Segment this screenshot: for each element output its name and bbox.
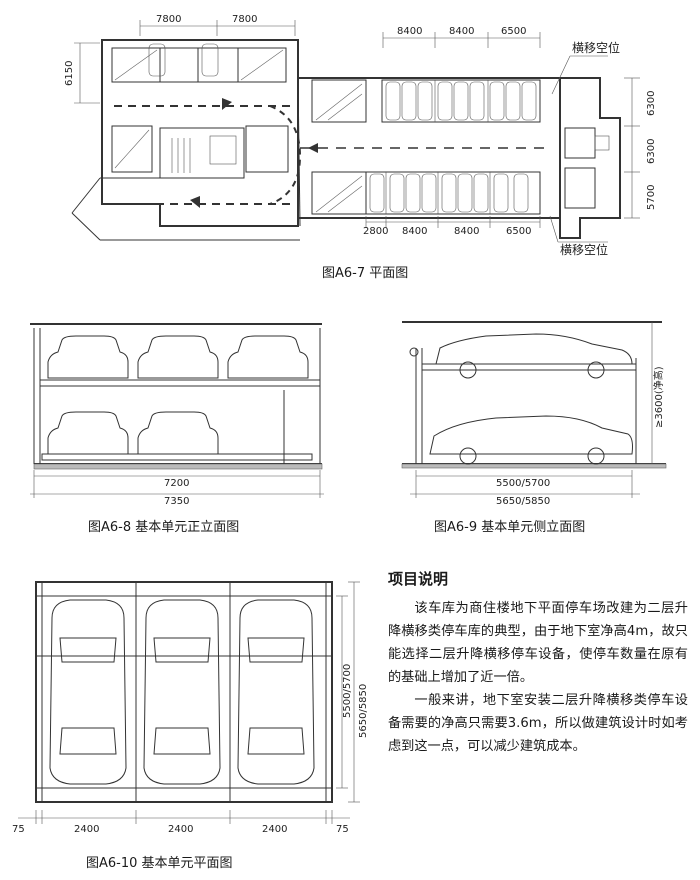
dim-7200: 7200 bbox=[164, 478, 189, 489]
dim-top-right-2: 8400 bbox=[449, 26, 474, 37]
dim-top-right-3: 6500 bbox=[501, 26, 526, 37]
dim-bottom-2400-2: 2400 bbox=[168, 824, 193, 835]
dim-bottom-right-1: 2800 bbox=[363, 226, 388, 237]
caption-a6-9: 图A6-9 基本单元侧立面图 bbox=[434, 520, 586, 535]
unit-plan: 5500/5700 5650/5850 75 2400 2400 2400 75 bbox=[10, 578, 370, 840]
dim-bottom-2400-3: 2400 bbox=[262, 824, 287, 835]
caption-a6-8: 图A6-8 基本单元正立面图 bbox=[88, 520, 240, 535]
plan-cars bbox=[49, 599, 315, 785]
dim-top-left-1: 7800 bbox=[156, 14, 181, 25]
dim-5650-5850: 5650/5850 bbox=[496, 496, 550, 506]
side-elevation: ≥3600(净高) 5500/5700 5650/5850 bbox=[396, 318, 686, 506]
top-parking-row bbox=[381, 79, 541, 123]
dim-bottom-right-2: 8400 bbox=[402, 226, 427, 237]
dim-5500-5700: 5500/5700 bbox=[496, 478, 550, 489]
dim-right-inner: 5500/5700 bbox=[342, 664, 353, 718]
dim-bottom-right-3: 8400 bbox=[454, 226, 479, 237]
upper-cars bbox=[47, 335, 309, 379]
lower-cars bbox=[41, 411, 313, 461]
project-notes: 项目说明 该车库为商住楼地下平面停车场改建为二层升降横移类停车库的典型，由于地下… bbox=[388, 568, 688, 758]
caption-a6-10: 图A6-10 基本单元平面图 bbox=[86, 856, 233, 871]
dim-top-left-2: 7800 bbox=[232, 14, 257, 25]
caption-a6-7: 图A6-7 平面图 bbox=[322, 266, 409, 281]
bottom-parking-row bbox=[365, 171, 541, 215]
dim-bottom-75-left: 75 bbox=[12, 824, 25, 835]
dim-bottom-right-4: 6500 bbox=[506, 226, 531, 237]
front-elevation: 7200 7350 bbox=[30, 318, 330, 506]
callout-top: 横移空位 bbox=[572, 40, 620, 55]
dim-bottom-2400-1: 2400 bbox=[74, 824, 99, 835]
dim-right-1: 6300 bbox=[646, 91, 657, 116]
height-label: ≥3600(净高) bbox=[652, 366, 665, 428]
dim-right-outer: 5650/5850 bbox=[358, 684, 369, 738]
notes-title: 项目说明 bbox=[388, 570, 449, 588]
dim-7350: 7350 bbox=[164, 496, 189, 506]
dim-right-2: 6300 bbox=[646, 139, 657, 164]
dim-bottom-75-right: 75 bbox=[336, 824, 349, 835]
dim-right-3: 5700 bbox=[646, 185, 657, 210]
dim-top-right-1: 8400 bbox=[397, 26, 422, 37]
notes-paragraph-1: 该车库为商住楼地下平面停车场改建为二层升降横移类停车库的典型，由于地下室净高4m… bbox=[388, 601, 688, 685]
plan-drawing: 7800 7800 6150 8400 8400 6500 bbox=[60, 8, 660, 258]
dim-left: 6150 bbox=[64, 61, 75, 86]
callout-bottom: 横移空位 bbox=[560, 242, 608, 257]
notes-paragraph-2: 一般来讲，地下室安装二层升降横移类停车设备需要的净高只需要3.6m，所以做建筑设… bbox=[388, 693, 688, 754]
